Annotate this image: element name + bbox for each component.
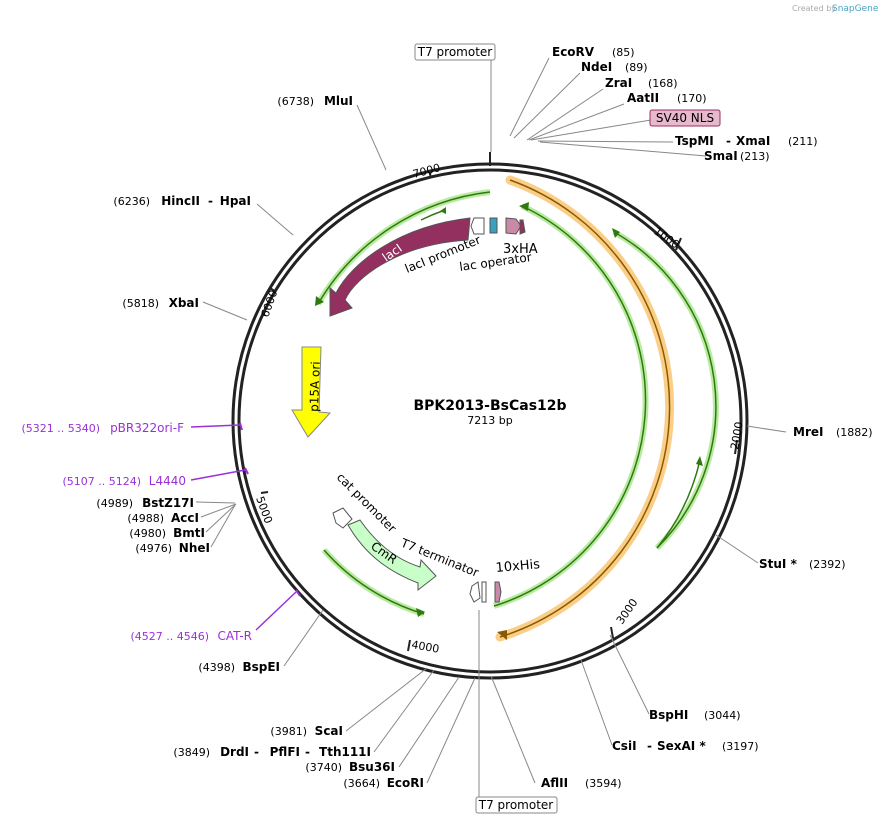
enzyme-bspei-pos: (4398) xyxy=(198,661,235,674)
enzyme-ecorv-pos: (85) xyxy=(612,46,635,59)
enzyme-bsphi: BspHI xyxy=(649,708,688,722)
primer-cat-r-pos: (4527 .. 4546) xyxy=(130,630,209,643)
laci-promoter-feature xyxy=(470,217,485,235)
10xhis-label: 10xHis xyxy=(495,557,541,576)
snapgene-logo: SnapGene xyxy=(832,4,879,14)
enzyme-tspmi: TspMI xyxy=(675,134,714,148)
backbone-inner xyxy=(237,168,743,674)
p15a-ori-label: p15A ori xyxy=(307,361,323,412)
tick-label-2000: 2000 xyxy=(728,421,746,451)
enzyme-hincii: HincII xyxy=(161,194,200,208)
enzyme-bstz17i: BstZ17I xyxy=(142,496,194,510)
enzyme-aflii: AflII xyxy=(541,776,568,790)
enzyme-mlui-pos: (6738) xyxy=(277,95,314,108)
enzyme-sep-drdi: - xyxy=(254,745,259,759)
green-arcs xyxy=(315,189,719,617)
t7-promoter-top-box xyxy=(414,43,496,61)
enzyme-sep-csii: - xyxy=(647,739,652,753)
enzyme-ndei-pos: (89) xyxy=(625,61,648,74)
enzyme-bstz17i-pos: (4989) xyxy=(96,497,133,510)
enzyme-bspei: BspEI xyxy=(242,660,280,674)
enzyme-xbai-pos: (5818) xyxy=(122,297,159,310)
enzyme-sep-tspmi: - xyxy=(726,134,731,148)
enzyme-mrei-pos: (1882) xyxy=(836,426,873,439)
sv40-nls-box xyxy=(649,109,721,127)
enzyme-acci: AccI xyxy=(171,511,199,525)
primer-pbr322ori-f: pBR322ori-F xyxy=(110,421,184,435)
plasmid-size: 7213 bp xyxy=(467,414,512,427)
tick-label-6000: 6000 xyxy=(259,288,281,319)
tick-label-3000: 3000 xyxy=(614,596,641,626)
enzyme-ecori-pos: (3664) xyxy=(343,777,380,790)
enzyme-sep2-drdi: - xyxy=(305,745,310,759)
leader-lines xyxy=(190,57,787,800)
enzyme-bsphi-pos: (3044) xyxy=(704,709,741,722)
enzyme-drdi: DrdI xyxy=(220,745,249,759)
cmr-feature xyxy=(347,519,437,592)
3xha-label: 3xHA xyxy=(503,242,538,257)
enzyme-smai-pos: (213) xyxy=(740,150,770,163)
credit-text: Created by xyxy=(792,4,836,13)
3xha-feature xyxy=(505,217,522,235)
t7-promoter-top-label: T7 promoter xyxy=(417,45,493,59)
lac-operator-feature xyxy=(489,217,498,234)
enzyme-xmai: XmaI xyxy=(736,134,770,148)
t7-promoter-bottom-label: T7 promoter xyxy=(478,798,554,812)
t7-promoter-bottom-box xyxy=(475,796,558,814)
enzyme-hpai: HpaI xyxy=(220,194,251,208)
enzyme-stui-pos: (2392) xyxy=(809,558,846,571)
enzyme-zrai: ZraI xyxy=(605,76,632,90)
sv40-mini-feature xyxy=(519,219,526,235)
enzyme-csii-pos: (3197) xyxy=(722,740,759,753)
enzyme-nhei: NheI xyxy=(179,541,210,555)
enzyme-ndei: NdeI xyxy=(581,60,612,74)
enzyme-smai: SmaI xyxy=(704,149,738,163)
primer-l4440: L4440 xyxy=(149,474,186,488)
enzyme-acci-pos: (4988) xyxy=(127,512,164,525)
enzyme-bmti-pos: (4980) xyxy=(129,527,166,540)
enzyme-tspmi-pos: (211) xyxy=(788,135,818,148)
laci-feature xyxy=(329,217,471,317)
enzyme-sexai: SexAI * xyxy=(657,739,706,753)
enzyme-scai: ScaI xyxy=(315,724,343,738)
plasmid-name: BPK2013-BsCas12b xyxy=(413,398,566,414)
enzyme-mlui: MluI xyxy=(324,94,353,108)
enzyme-csii: CsiI xyxy=(612,739,637,753)
enzyme-bsu36i: Bsu36I xyxy=(349,760,395,774)
t7-terminator-mini-feature xyxy=(481,581,487,603)
enzyme-aatii-pos: (170) xyxy=(677,92,707,105)
primer-pbr322ori-f-pos: (5321 .. 5340) xyxy=(21,422,100,435)
cat-promoter-feature xyxy=(332,507,353,529)
enzyme-mrei: MreI xyxy=(793,425,823,439)
enzyme-bmti: BmtI xyxy=(173,526,205,540)
enzyme-drdi-pos: (3849) xyxy=(173,746,210,759)
enzyme-ecori: EcoRI xyxy=(387,776,424,790)
tick-label-4000: 4000 xyxy=(410,638,440,656)
t7-terminator-feature xyxy=(469,581,481,603)
enzyme-sep-hincii: - xyxy=(208,194,213,208)
primer-cat-r: CAT-R xyxy=(217,629,252,643)
enzyme-stui: StuI * xyxy=(759,557,798,571)
enzyme-xbai: XbaI xyxy=(169,296,199,310)
enzyme-tth111i: Tth111I xyxy=(319,745,371,759)
10xhis-feature xyxy=(494,581,502,603)
sv40-nls-label: SV40 NLS xyxy=(656,111,714,125)
enzyme-scai-pos: (3981) xyxy=(270,725,307,738)
primer-l4440-pos: (5107 .. 5124) xyxy=(62,475,141,488)
enzyme-ecorv: EcoRV xyxy=(552,45,595,59)
enzyme-bsu36i-pos: (3740) xyxy=(305,761,342,774)
enzyme-aflii-pos: (3594) xyxy=(585,777,622,790)
cas12b-arrowhead xyxy=(497,630,507,640)
cas12b-orange-line xyxy=(499,179,671,638)
enzyme-pflfi: PflFI xyxy=(270,745,300,759)
enzyme-nhei-pos: (4976) xyxy=(135,542,172,555)
enzyme-hincii-pos: (6236) xyxy=(113,195,150,208)
p15a-ori-feature xyxy=(291,346,332,438)
enzyme-zrai-pos: (168) xyxy=(648,77,678,90)
enzyme-aatii: AatII xyxy=(627,91,659,105)
tick-marks xyxy=(260,152,738,652)
